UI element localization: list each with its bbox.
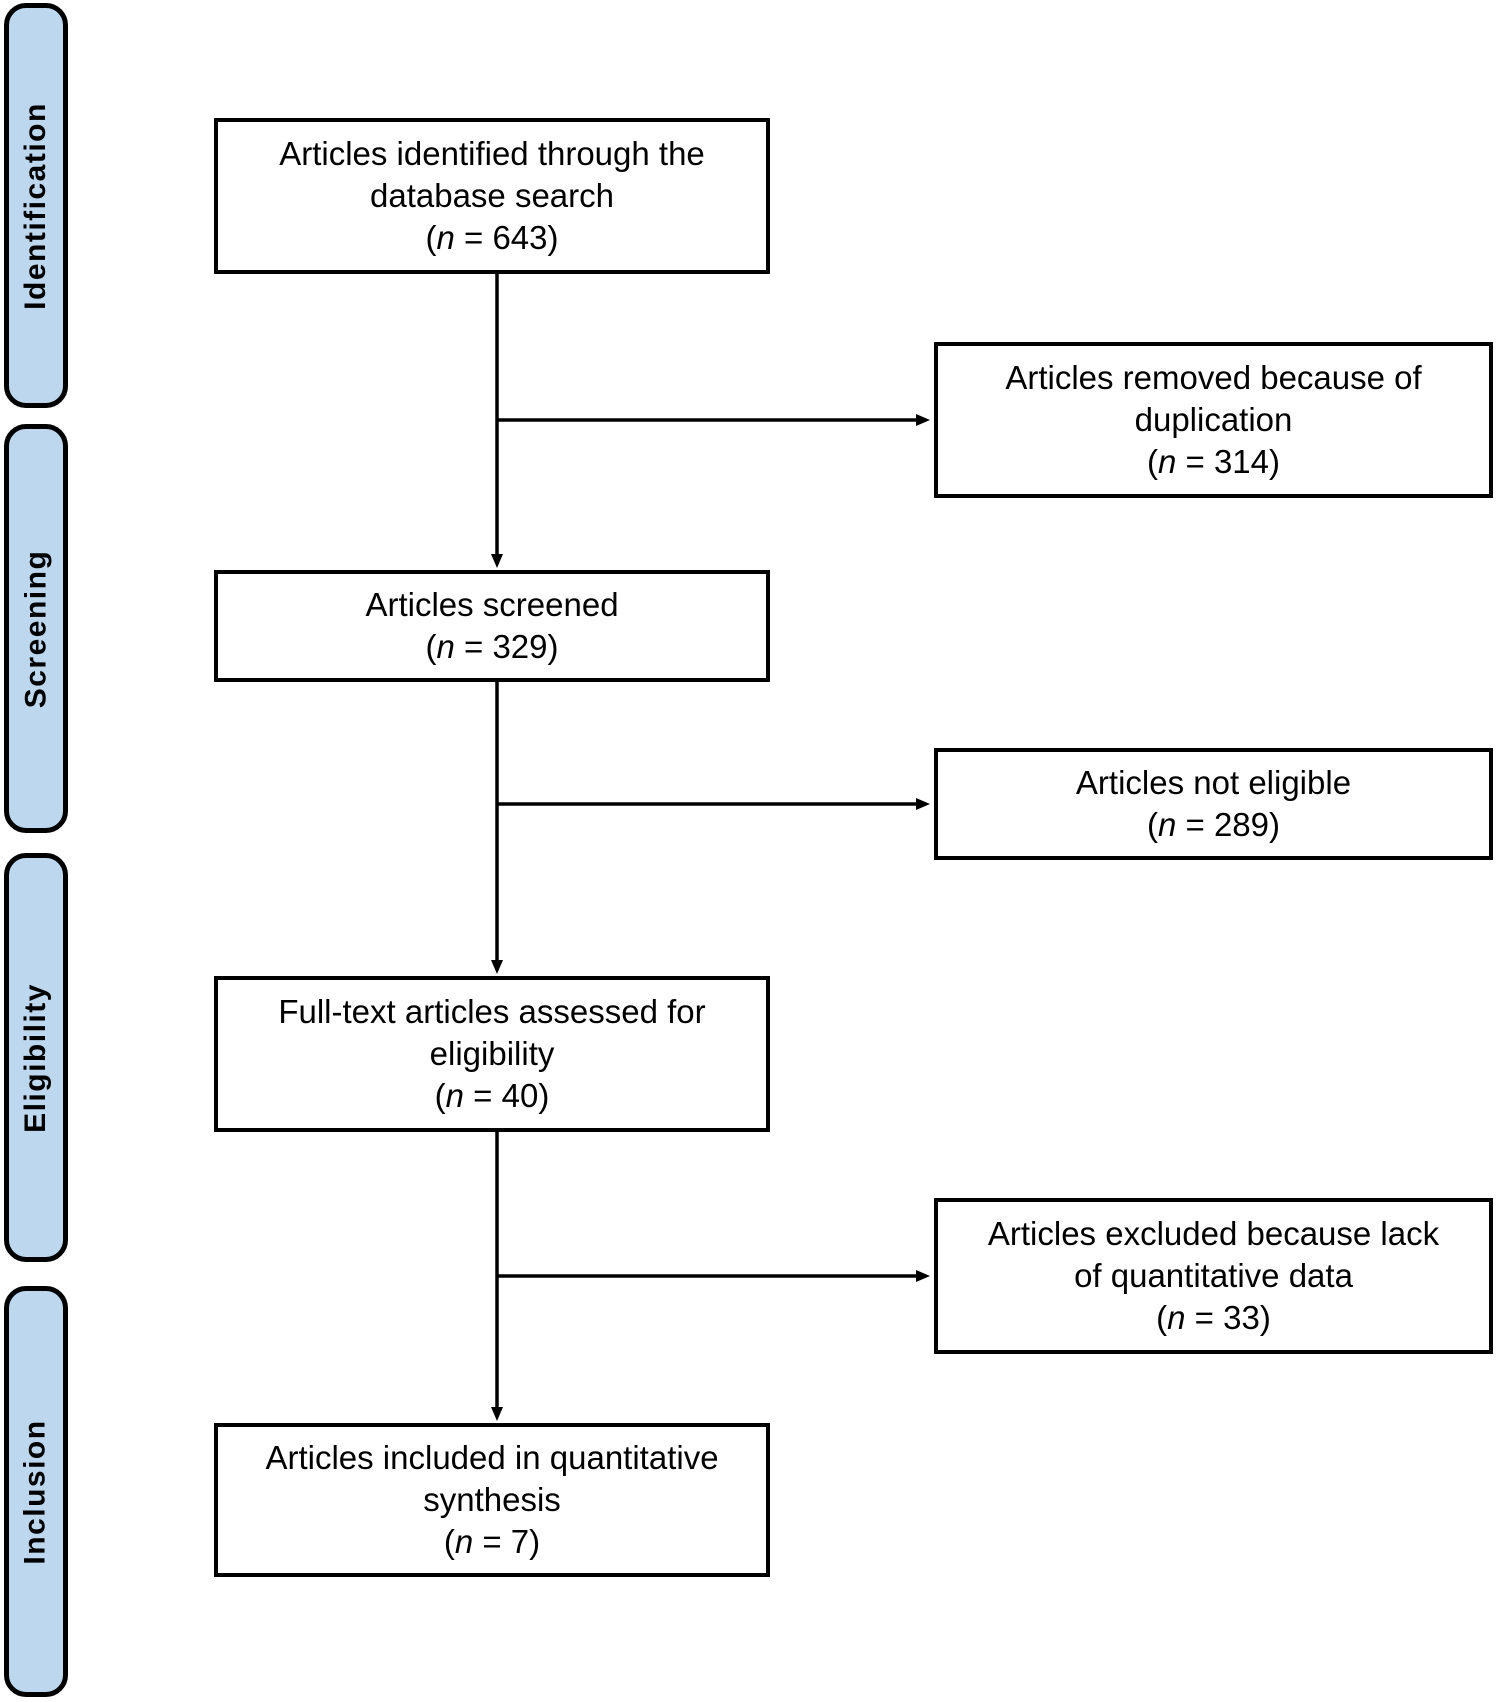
flow-box-full-text-assessed: Full-text articles assessed for eligibil… bbox=[214, 976, 770, 1132]
paren-close: ) bbox=[547, 628, 559, 665]
stage-label-identification: Identification bbox=[4, 3, 68, 408]
paren-close: ) bbox=[1269, 443, 1281, 481]
flow-box-duplicates-removed-text: Articles removed because of duplication bbox=[1005, 358, 1422, 438]
paren-close: ) bbox=[1259, 1299, 1271, 1337]
stage-label-inclusion-text: Inclusion bbox=[19, 1418, 52, 1565]
count-value: 314 bbox=[1213, 443, 1270, 481]
flow-box-not-eligible-text: Articles not eligible bbox=[1075, 763, 1352, 801]
equals-sign: = bbox=[1185, 1299, 1224, 1337]
flow-box-duplicates-removed: Articles removed because of duplication … bbox=[934, 342, 1493, 498]
paren-close: ) bbox=[1269, 806, 1280, 843]
count-value: 33 bbox=[1223, 1299, 1260, 1337]
count-value: 7 bbox=[510, 1523, 530, 1561]
flow-box-not-eligible-count: (n = 289) bbox=[1076, 804, 1351, 846]
flow-box-included-quant-synthesis: Articles included in quantitative synthe… bbox=[214, 1423, 770, 1577]
stage-label-eligibility-text: Eligibility bbox=[19, 982, 53, 1133]
flow-box-identified-text: Articles identified through the database… bbox=[279, 134, 705, 214]
flow-box-excluded-no-quant-data-count: (n = 33) bbox=[988, 1297, 1439, 1339]
equals-sign: = bbox=[464, 1077, 502, 1115]
paren-open: ( bbox=[443, 1523, 455, 1561]
equals-sign: = bbox=[473, 1523, 511, 1561]
stage-label-identification-text: Identification bbox=[19, 101, 53, 310]
stage-label-screening: Screening bbox=[4, 424, 68, 833]
paren-close: ) bbox=[529, 1523, 541, 1561]
flow-box-identified-count: (n = 643) bbox=[279, 217, 705, 259]
count-value: 40 bbox=[501, 1077, 539, 1115]
n-variable: n bbox=[436, 628, 455, 665]
equals-sign: = bbox=[1176, 443, 1214, 481]
flow-box-duplicates-removed-count: (n = 314) bbox=[1005, 441, 1421, 483]
flow-box-included-quant-synthesis-count: (n = 7) bbox=[265, 1521, 718, 1563]
paren-open: ( bbox=[425, 628, 437, 665]
n-variable: n bbox=[1157, 806, 1177, 843]
stage-label-eligibility: Eligibility bbox=[4, 853, 68, 1262]
stage-label-screening-text: Screening bbox=[19, 549, 52, 708]
stage-label-inclusion: Inclusion bbox=[4, 1286, 68, 1697]
flow-box-excluded-no-quant-data-text: Articles excluded because lack of quanti… bbox=[987, 1214, 1440, 1294]
flow-box-screened: Articles screened (n = 329) bbox=[214, 570, 770, 682]
paren-open: ( bbox=[1156, 1299, 1168, 1337]
n-variable: n bbox=[436, 219, 455, 257]
n-variable: n bbox=[1157, 443, 1177, 481]
paren-open: ( bbox=[434, 1077, 446, 1115]
n-variable: n bbox=[454, 1523, 474, 1561]
flow-box-not-eligible: Articles not eligible (n = 289) bbox=[934, 748, 1493, 860]
flow-box-full-text-assessed-count: (n = 40) bbox=[278, 1075, 705, 1117]
flow-box-full-text-assessed-text: Full-text articles assessed for eligibil… bbox=[278, 992, 706, 1072]
equals-sign: = bbox=[454, 628, 493, 665]
flow-box-excluded-no-quant-data: Articles excluded because lack of quanti… bbox=[934, 1198, 1493, 1354]
paren-open: ( bbox=[425, 219, 437, 257]
flow-box-screened-count: (n = 329) bbox=[365, 626, 618, 668]
flow-box-included-quant-synthesis-text: Articles included in quantitative synthe… bbox=[265, 1438, 719, 1518]
flow-box-screened-text: Articles screened bbox=[365, 585, 619, 623]
count-value: 289 bbox=[1213, 806, 1269, 843]
paren-open: ( bbox=[1146, 806, 1158, 843]
count-value: 329 bbox=[492, 628, 548, 665]
n-variable: n bbox=[445, 1077, 465, 1115]
paren-open: ( bbox=[1146, 443, 1158, 481]
equals-sign: = bbox=[454, 219, 493, 257]
paren-close: ) bbox=[538, 1077, 550, 1115]
count-value: 643 bbox=[492, 219, 548, 257]
paren-close: ) bbox=[547, 219, 559, 257]
flow-box-identified: Articles identified through the database… bbox=[214, 118, 770, 274]
n-variable: n bbox=[1167, 1299, 1186, 1337]
equals-sign: = bbox=[1176, 806, 1214, 843]
